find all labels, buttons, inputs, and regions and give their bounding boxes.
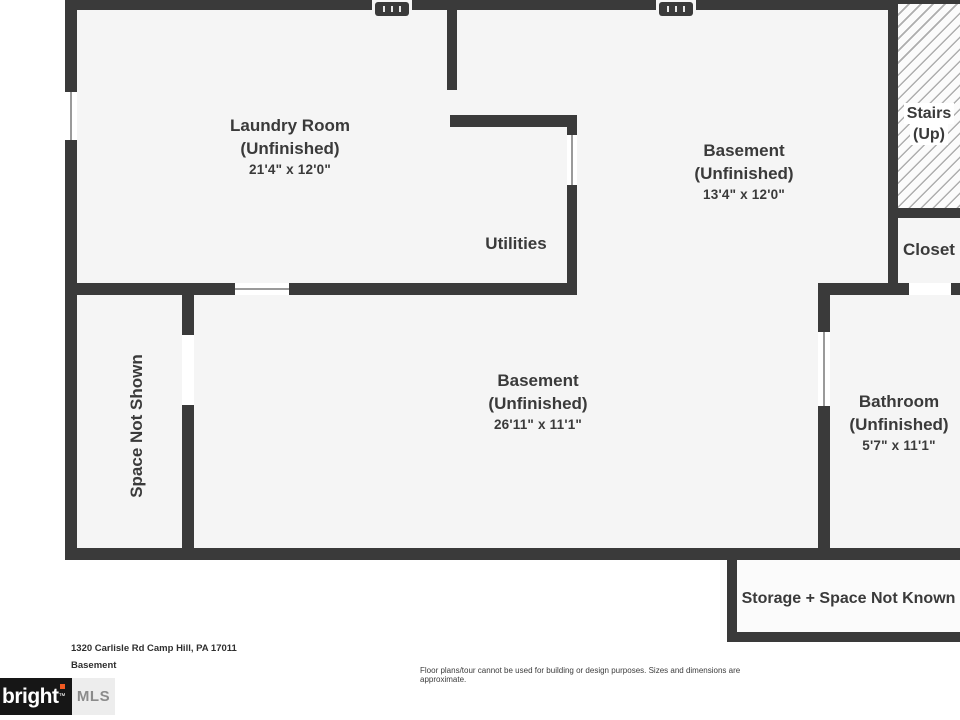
- room-name: Basement: [497, 371, 579, 390]
- room-label-utilities: Utilities: [456, 234, 576, 254]
- window-marker: [567, 133, 577, 187]
- room-name: Closet: [903, 240, 955, 259]
- wall: [412, 0, 656, 10]
- window-marker: [65, 90, 77, 142]
- wall: [727, 632, 960, 642]
- door-opening: [182, 333, 194, 407]
- room-dims: 5'7" x 11'1": [862, 438, 936, 453]
- floor-level-label: Basement: [71, 660, 117, 671]
- room-area-main: [65, 0, 898, 560]
- room-label-basement-lower: Basement (Unfinished) 26'11" x 11'1": [438, 369, 638, 435]
- room-name: Bathroom: [858, 392, 940, 411]
- window-marker: [818, 330, 830, 408]
- room-area-bathroom: [818, 283, 960, 560]
- wall: [182, 295, 194, 333]
- property-address: 1320 Carlisle Rd Camp Hill, PA 17011: [71, 643, 237, 654]
- brand-logo-dot-icon: [60, 684, 65, 689]
- wall: [818, 283, 907, 295]
- room-area-closet: [898, 208, 960, 295]
- room-name: Basement: [703, 141, 785, 160]
- room-dims: 21'4" x 12'0": [249, 162, 331, 177]
- wall: [450, 115, 577, 127]
- window-marker: [233, 283, 291, 295]
- wall: [818, 408, 830, 548]
- room-name: Space Not Shown: [127, 354, 146, 498]
- room-dims: 13'4" x 12'0": [703, 187, 785, 202]
- wall: [291, 283, 577, 295]
- wall: [65, 142, 77, 560]
- wall: [182, 407, 194, 548]
- wall: [567, 187, 577, 295]
- wall: [65, 283, 233, 295]
- wall: [818, 295, 830, 330]
- wall: [65, 0, 77, 90]
- wall: [898, 0, 960, 4]
- room-name: Laundry Room: [230, 116, 350, 135]
- vent-icon: [659, 2, 693, 16]
- door-opening: [907, 283, 953, 295]
- wall: [727, 560, 737, 642]
- room-dims: 26'11" x 11'1": [493, 417, 583, 432]
- stairs-direction: (Up): [910, 124, 948, 145]
- room-label-basement-upper: Basement (Unfinished) 13'4" x 12'0": [644, 139, 844, 205]
- disclaimer-text: Floor plans/tour cannot be used for buil…: [420, 666, 741, 684]
- room-area-storage: [727, 548, 960, 642]
- wall: [953, 283, 960, 295]
- wall: [567, 115, 577, 133]
- brand-logo-mls: MLS: [72, 678, 115, 715]
- brand-logo-text: bright: [2, 684, 59, 708]
- wall: [696, 0, 898, 10]
- vent-icon: [375, 2, 409, 16]
- room-name: Stairs: [903, 103, 955, 124]
- room-status: (Unfinished): [488, 394, 588, 413]
- room-label-stairs: Stairs (Up): [898, 103, 960, 145]
- room-label-closet: Closet: [879, 240, 960, 260]
- room-label-bathroom: Bathroom (Unfinished) 5'7" x 11'1": [809, 390, 960, 456]
- room-status: (Unfinished): [694, 164, 794, 183]
- room-label-laundry: Laundry Room (Unfinished) 21'4" x 12'0": [190, 114, 390, 180]
- wall: [888, 208, 960, 218]
- wall: [888, 0, 898, 283]
- room-name: Utilities: [485, 234, 547, 253]
- room-status: (Unfinished): [240, 139, 340, 158]
- wall: [65, 0, 372, 10]
- wall: [65, 548, 960, 560]
- brand-logo-tm: ™: [58, 693, 66, 700]
- room-status: (Unfinished): [849, 415, 949, 434]
- room-name: Storage + Space Not Known: [741, 590, 956, 607]
- room-label-space-not-shown: Space Not Shown: [127, 346, 147, 506]
- room-label-storage: Storage + Space Not Known: [737, 589, 960, 609]
- wall: [447, 10, 457, 90]
